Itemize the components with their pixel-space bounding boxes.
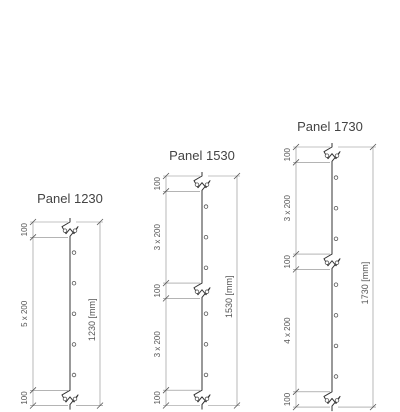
dimension-tick [369, 403, 377, 411]
fixing-hole [334, 260, 340, 265]
fixing-hole [324, 153, 330, 158]
fixing-hole [333, 205, 339, 211]
segment-dimension-label: 4 x 200 [283, 317, 292, 344]
fixing-hole [333, 282, 339, 287]
fixing-hole [71, 372, 77, 378]
total-dimension-label: 1530 [mm] [224, 275, 234, 318]
segment-dimension-label: 100 [20, 222, 29, 236]
fixing-hole [62, 396, 68, 402]
segment-dimension-label: 100 [283, 392, 292, 406]
dimension-tick [369, 143, 377, 151]
fixing-hole [204, 396, 210, 402]
dimension-tick [162, 295, 170, 302]
dimension-tick [162, 402, 170, 409]
segment-dimension-label: 100 [20, 391, 29, 405]
total-dimension-label: 1730 [mm] [360, 262, 370, 305]
dimension-tick [292, 250, 300, 258]
dimension-tick [292, 388, 300, 396]
segment-dimension-label: 3 x 200 [283, 195, 292, 222]
dimension-tick [96, 218, 104, 226]
fixing-hole [333, 175, 339, 180]
segment-dimension-label: 3 x 200 [153, 331, 162, 358]
fixing-hole [203, 204, 209, 209]
fixing-hole [203, 311, 209, 316]
segment-dimension-label: 5 x 200 [20, 300, 29, 327]
segment-dimension-label: 100 [153, 176, 162, 190]
panel-title: Panel 1730 [297, 119, 363, 134]
fixing-hole [72, 396, 78, 402]
dimension-tick [162, 188, 170, 195]
dimension-tick [162, 386, 170, 394]
dimension-tick [29, 234, 37, 241]
panel-profile [193, 172, 211, 410]
segment-dimension-label: 100 [283, 255, 292, 269]
panel-title: Panel 1230 [37, 191, 103, 206]
fixing-hole [333, 236, 339, 241]
fixing-hole [334, 398, 340, 403]
dimension-tick [292, 159, 300, 166]
dimension-tick [29, 402, 37, 409]
fixing-hole [71, 250, 77, 255]
fixing-hole [203, 372, 209, 378]
dimension-tick [96, 402, 104, 409]
fixing-hole [203, 342, 209, 347]
fixing-hole [194, 289, 200, 294]
dimension-tick [29, 387, 37, 394]
segment-dimension-label: 3 x 200 [153, 224, 162, 251]
panel-group-1530: Panel 1530 100 3 x 200 100 3 x 200 100 1530 [… [153, 148, 241, 410]
dimension-tick [292, 143, 300, 151]
fixing-hole [71, 281, 77, 286]
fixing-hole [71, 342, 77, 347]
segment-dimension-label: 100 [153, 284, 162, 298]
dimension-tick [29, 218, 37, 226]
fixing-hole [324, 260, 330, 265]
total-dimension-label: 1230 [mm] [87, 299, 97, 342]
fixing-hole [324, 398, 330, 403]
fixing-hole [194, 396, 200, 402]
dimension-tick [292, 403, 300, 411]
fixing-hole [194, 182, 200, 187]
panel-group-1230: Panel 1230 100 5 x 200 100 1230 [mm] [20, 191, 104, 410]
segment-dimension-label: 100 [153, 391, 162, 405]
dimension-tick [162, 172, 170, 180]
dimension-tick [292, 266, 300, 273]
panel-profile [323, 143, 341, 412]
fixing-hole [203, 234, 209, 240]
fixing-hole [333, 313, 339, 318]
fixing-hole [72, 228, 78, 233]
panel-title: Panel 1530 [169, 148, 235, 163]
fixing-hole [62, 228, 68, 233]
dimension-tick [233, 172, 241, 180]
panel-group-1730: Panel 1730 100 3 x 200 100 4 x 200 100 1730 [… [283, 119, 377, 412]
fixing-hole [71, 311, 77, 316]
dimension-tick [233, 402, 241, 409]
fixing-hole [333, 343, 339, 349]
dimension-tick [162, 279, 170, 287]
fixing-hole [204, 182, 210, 187]
fixing-hole [203, 265, 209, 270]
fixing-hole [204, 289, 210, 294]
fixing-hole [334, 153, 340, 158]
fixing-hole [333, 374, 339, 379]
segment-dimension-label: 100 [283, 147, 292, 161]
